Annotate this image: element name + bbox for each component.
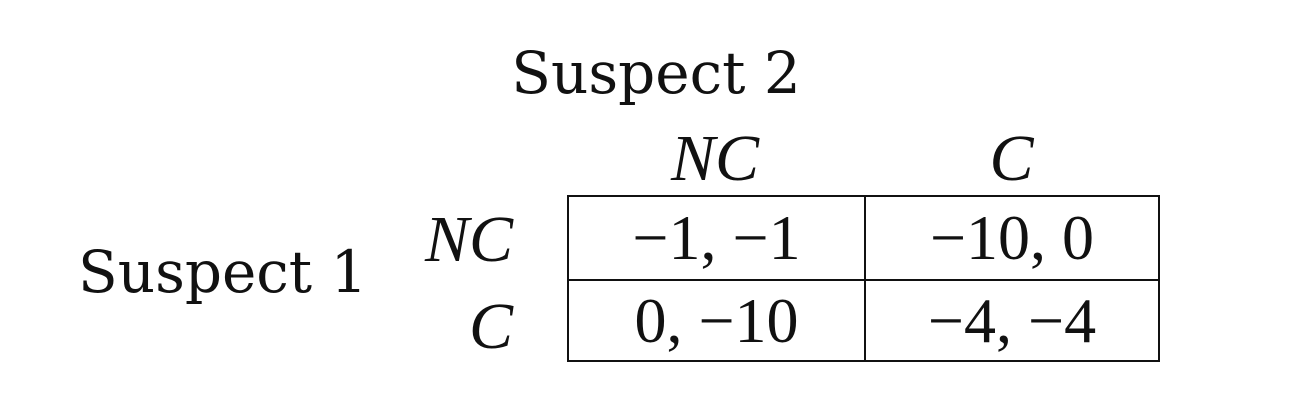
payoff-cell-nc-c: −10, 0 (929, 202, 1095, 273)
payoff-cell-c-nc: 0, −10 (634, 284, 799, 356)
row-player-label: Suspect 1 (78, 238, 368, 306)
payoff-cell-c-c: −4, −4 (927, 284, 1097, 356)
payoff-cell-nc-nc: −1, −1 (632, 202, 801, 273)
payoff-matrix: −1, −1 −10, 0 0, −10 −4, −4 (567, 195, 1160, 362)
column-strategy-c: C (989, 122, 1034, 195)
row-strategy-c: C (468, 290, 513, 363)
matrix-column-divider (864, 197, 866, 360)
matrix-row-divider (569, 279, 1158, 281)
column-strategy-nc: NC (670, 122, 760, 195)
row-strategy-nc: NC (424, 203, 513, 276)
column-player-label: Suspect 2 (511, 39, 801, 107)
